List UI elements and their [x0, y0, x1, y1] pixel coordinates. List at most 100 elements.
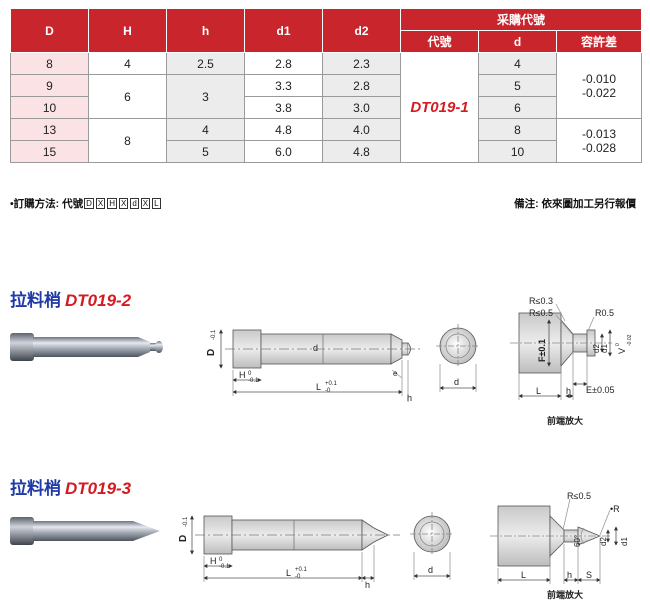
drawing-side-view-dt019-3	[190, 515, 400, 582]
tolerance-lower: -0.022	[582, 85, 617, 100]
cell-h: 4	[166, 118, 245, 141]
dim-H-sup: 0	[248, 371, 252, 377]
dim-H-sup: 0	[219, 557, 223, 563]
dim-D-tol: -0.1	[183, 516, 189, 527]
detail-h: h	[566, 386, 571, 396]
detail-v-sub: -0.02	[627, 334, 633, 346]
cell-d: 5	[478, 74, 557, 97]
detail-v-sup: 0	[615, 343, 621, 346]
drawing-side-view-dt019-2	[219, 329, 420, 402]
cell-D: 8	[10, 52, 89, 75]
drawing-end-view-dt019-3	[410, 512, 454, 580]
cell-d2: 4.8	[322, 140, 401, 163]
detail-d2: d2	[599, 537, 608, 546]
order-sep: X	[140, 198, 151, 209]
order-sep: X	[119, 198, 129, 209]
order-box-H: H	[107, 198, 117, 209]
dim-e: e	[393, 369, 398, 378]
section-title-cn: 拉料梢	[10, 479, 61, 498]
cell-H: 8	[88, 118, 167, 163]
dim-d-label: d	[313, 343, 318, 353]
detail-r05: R≤0.5	[529, 308, 553, 318]
section-title-cn: 拉料梢	[10, 291, 61, 310]
cell-d: 8	[478, 118, 557, 141]
cell-d: 10	[478, 140, 557, 163]
detail-caption: 前端放大	[547, 589, 583, 600]
dim-L: L	[286, 568, 291, 578]
detail-r05: R≤0.5	[567, 491, 591, 501]
tolerance-upper: -0.010	[582, 71, 617, 86]
table-row: 15 5 6.0 4.8 10	[10, 140, 642, 163]
dim-L-sup: +0.1	[325, 381, 338, 387]
cell-D: 10	[10, 96, 89, 119]
dim-h: h	[407, 393, 412, 403]
order-method-label: •訂購方法: 代號	[10, 198, 84, 210]
detail-e: E±0.05	[586, 385, 614, 395]
pin-photo-dt019-2	[10, 333, 163, 361]
drawing-detail-view-dt019-3	[490, 498, 618, 584]
drawing-detail-view-dt019-2	[510, 303, 612, 400]
cell-D: 15	[10, 140, 89, 163]
section-title-code: DT019-3	[65, 479, 132, 498]
detail-L: L	[521, 570, 526, 580]
detail-v: V	[617, 348, 627, 354]
dim-h: h	[365, 580, 370, 590]
tolerance-lower: -0.028	[582, 140, 617, 155]
order-sep: X	[95, 198, 106, 209]
cell-d: 6	[478, 96, 557, 119]
cell-d2: 4.0	[322, 118, 401, 141]
cell-d1: 2.8	[244, 52, 323, 75]
table-row: 8 4 2.5 2.8 2.3 DT019-1 4 -0.010 -0.022	[10, 52, 643, 163]
cell-d2: 3.0	[322, 96, 401, 119]
cell-d1: 6.0	[244, 140, 323, 163]
order-box-L: L	[152, 198, 161, 209]
dim-L-sub: -0	[295, 574, 301, 580]
detail-angle: 60°	[573, 535, 582, 547]
header-h: h	[166, 8, 245, 53]
drawing-end-view-dt019-2	[436, 324, 480, 392]
tolerance-upper: -0.013	[582, 126, 617, 141]
detail-d1: d1	[600, 344, 609, 353]
end-view-d: d	[428, 565, 433, 575]
cell-code: DT019-1	[400, 52, 479, 163]
table-row: 13 8 4 4.8 4.0 8 -0.013 -0.028	[10, 118, 643, 163]
dim-L-sup: +0.1	[295, 567, 308, 573]
spec-table: D H h d1 d2 采購代號 代號 d 容許差 8 4 2.5 2.8 2.…	[10, 8, 643, 163]
cell-D: 13	[10, 118, 89, 141]
header-D: D	[10, 8, 89, 53]
dim-H-sub: -0.1	[248, 378, 259, 384]
dim-L-sub: -0	[325, 388, 331, 394]
detail-d2: d2	[592, 344, 601, 353]
detail-caption: 前端放大	[547, 415, 583, 426]
cell-h: 3	[166, 74, 245, 119]
table-row: 9 6 3 3.3 2.8 5	[10, 74, 642, 119]
dim-D: D	[206, 349, 217, 356]
detail-d1: d1	[620, 537, 629, 546]
section-title-code: DT019-2	[65, 291, 132, 310]
header-code: 代號	[400, 30, 479, 53]
detail-s: S	[586, 570, 592, 580]
header-purchase-code: 采購代號	[399, 8, 643, 31]
dim-D-tol: -0.1	[211, 329, 217, 340]
order-box-d: d	[130, 198, 139, 209]
cell-d2: 2.3	[322, 52, 401, 75]
dim-H-sub: -0.1	[219, 564, 230, 570]
end-view-d: d	[454, 377, 459, 387]
dim-H: H	[239, 370, 246, 380]
pin-photo-dt019-3	[10, 517, 160, 545]
header-d2: d2	[322, 8, 401, 53]
dim-D: D	[178, 535, 189, 542]
dim-H: H	[210, 556, 217, 566]
header-d1: d1	[244, 8, 323, 53]
detail-r0-5: R0.5	[595, 308, 614, 318]
detail-f: F±0.1	[537, 339, 547, 362]
detail-L: L	[536, 386, 541, 396]
remark-note: 備注: 依來圖加工另行報價	[514, 198, 636, 210]
dim-L: L	[316, 382, 321, 392]
detail-h: h	[567, 570, 572, 580]
cell-tolerance-2: -0.013 -0.028	[555, 118, 643, 163]
detail-r: •R	[610, 504, 620, 514]
